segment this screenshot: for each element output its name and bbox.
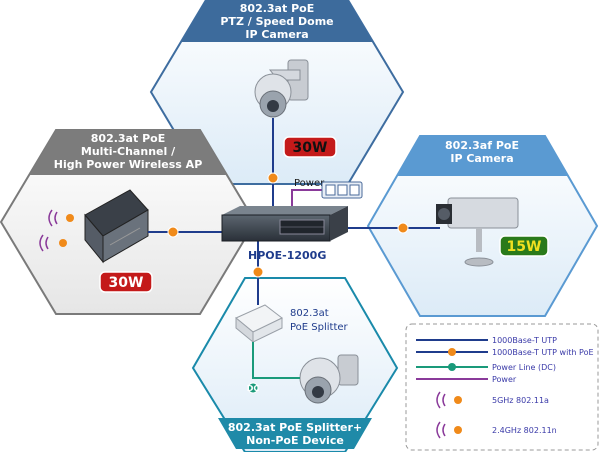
ptz-header-line3: IP Camera <box>245 28 308 41</box>
ptz-watt-label: 30W <box>293 140 328 156</box>
ip-header-line2: IP Camera <box>450 152 513 165</box>
ap-header-line1: 802.3at PoE <box>91 132 165 145</box>
splitter-label-line2: PoE Splitter <box>290 322 349 333</box>
svg-text:DC: DC <box>247 384 260 393</box>
legend-poe-label: 1000Base-T UTP with PoE <box>492 348 594 357</box>
legend-24ghz-label: 2.4GHz 802.11n <box>492 426 557 435</box>
ap-watt-label: 30W <box>109 275 144 291</box>
wireless-ap-icon <box>84 189 149 264</box>
ip-watt-badge <box>499 235 549 257</box>
ap-header-line2: Multi-Channel / <box>81 145 176 158</box>
hex-splitter-device: 802.3at PoE Splitter+ Non-PoE Device 802… <box>191 277 399 453</box>
dome-camera-icon <box>299 354 359 404</box>
poe-connectors <box>167 172 409 278</box>
legend-5ghz-label: 5GHz 802.11a <box>492 396 549 405</box>
ptz-header-line1: 802.3at PoE <box>240 2 314 15</box>
power-label: Power <box>294 178 325 189</box>
poe-splitter-icon <box>235 304 283 344</box>
hex-ptz-camera: 802.3at PoE PTZ / Speed Dome IP Camera 3… <box>149 0 405 185</box>
legend-dc-label: Power Line (DC) <box>492 363 556 372</box>
dc-connector-icon <box>247 382 259 394</box>
ptz-header-line2: PTZ / Speed Dome <box>220 15 333 28</box>
power-strip-icon <box>321 181 363 199</box>
hex-wireless-ap: 802.3at PoE Multi-Channel / High Power W… <box>0 129 257 315</box>
splitter-header-line1: 802.3at PoE Splitter+ <box>228 421 362 434</box>
ip-camera-icon <box>436 197 519 267</box>
switch-model-label: HPOE-1200G <box>248 249 326 262</box>
legend-utp-label: 1000Base-T UTP <box>492 336 557 345</box>
splitter-header-line2: Non-PoE Device <box>246 434 344 447</box>
wifi-24ghz-icon <box>39 234 67 252</box>
legend: 1000Base-T UTP 1000Base-T UTP with PoE P… <box>405 323 599 451</box>
legend-power-label: Power <box>492 375 517 384</box>
hex-ip-camera: 802.3af PoE IP Camera 15W <box>366 135 599 317</box>
legend-24ghz-icon <box>436 421 462 439</box>
ptz-watt-badge <box>283 136 337 158</box>
splitter-label-line1: 802.3at <box>290 308 329 319</box>
legend-5ghz-icon <box>436 391 462 409</box>
wifi-5ghz-icon <box>48 209 74 227</box>
ip-watt-label: 15W <box>507 239 542 255</box>
dc-power-line <box>252 342 300 379</box>
ap-header-line3: High Power Wireless AP <box>54 158 203 171</box>
ip-header-line1: 802.3af PoE <box>445 139 519 152</box>
ptz-camera-icon <box>254 59 309 118</box>
poe-switch <box>221 206 348 242</box>
ap-watt-badge <box>99 271 153 293</box>
